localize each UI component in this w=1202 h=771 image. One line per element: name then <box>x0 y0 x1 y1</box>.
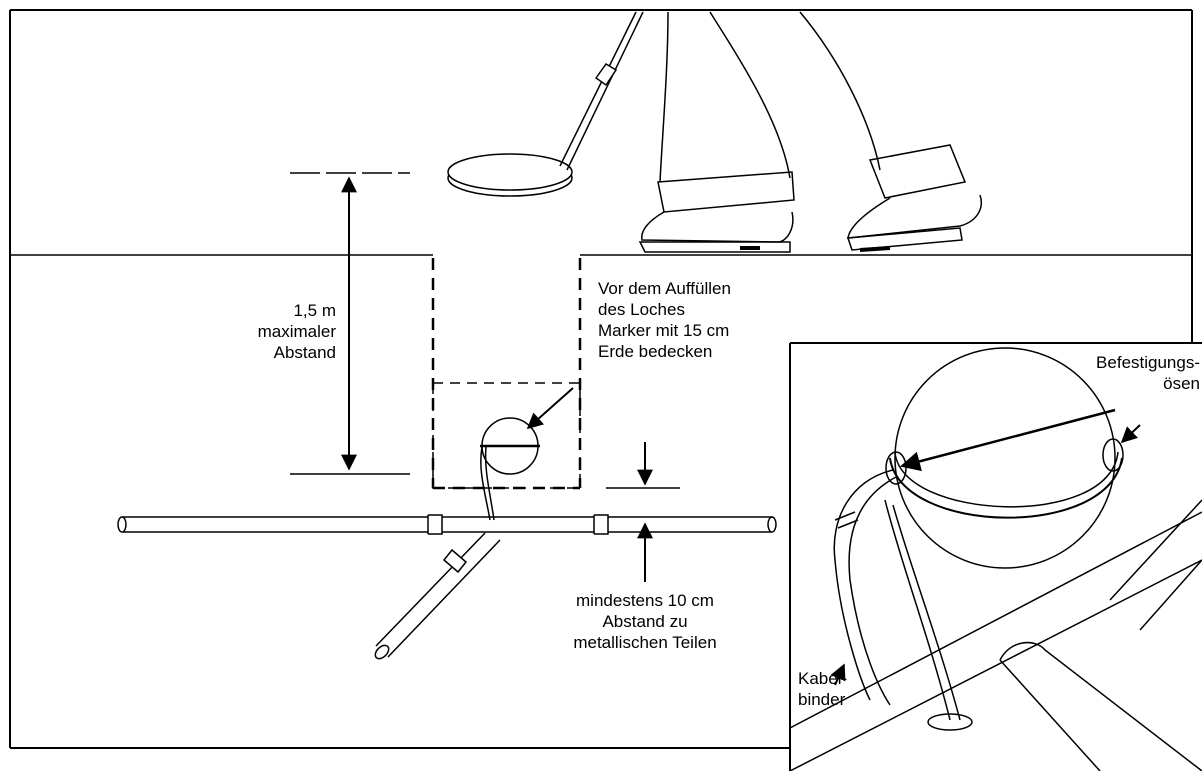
max-distance-line-2: maximaler <box>257 322 336 341</box>
cover-line-4: Erde bedecken <box>598 342 713 361</box>
cover-line-3: Marker mit 15 cm <box>598 321 730 340</box>
cable-tie-line-2: binder <box>798 690 846 709</box>
clearance-line-3: metallischen Teilen <box>573 633 717 652</box>
cable-tie-line-1: Kabel- <box>798 669 848 688</box>
max-distance-label: 1,5 m maximaler Abstand <box>206 300 336 363</box>
max-distance-line-3: Abstand <box>273 343 336 362</box>
marker-ball <box>480 417 540 521</box>
dashed-hole <box>431 258 582 490</box>
cover-arrow <box>526 387 574 430</box>
clearance-dimension <box>606 442 680 582</box>
max-distance-line-1: 1,5 m <box>293 301 336 320</box>
marker-detail-inset <box>789 342 1202 771</box>
buried-pipe <box>117 514 777 535</box>
eyelets-line-1: Befestigungs- <box>1096 353 1200 372</box>
eyelets-label: Befestigungs- ösen <box>1058 352 1200 394</box>
eyelet-arrow-left <box>900 408 1116 472</box>
marker-locator-device <box>447 11 644 197</box>
eyelet-arrow-right <box>1120 424 1141 444</box>
cable-tie-arrow <box>830 663 846 686</box>
clearance-line-1: mindestens 10 cm <box>576 591 714 610</box>
cable-tie-label: Kabel- binder <box>798 668 847 710</box>
clearance-line-2: Abstand zu <box>602 612 688 631</box>
marker-cover-zone <box>432 382 581 489</box>
eyelets-line-2: ösen <box>1163 374 1200 393</box>
clearance-label: mindestens 10 cm Abstand zu metallischen… <box>530 590 760 653</box>
outer-frame <box>9 9 1193 749</box>
branch-pipe <box>374 532 501 660</box>
person-legs <box>638 11 982 253</box>
cover-line-2: des Loches <box>598 300 685 319</box>
distance-dimension <box>290 172 410 475</box>
cover-line-1: Vor dem Auffüllen <box>598 279 731 298</box>
cover-instruction-label: Vor dem Auffüllen des Loches Marker mit … <box>598 278 731 362</box>
